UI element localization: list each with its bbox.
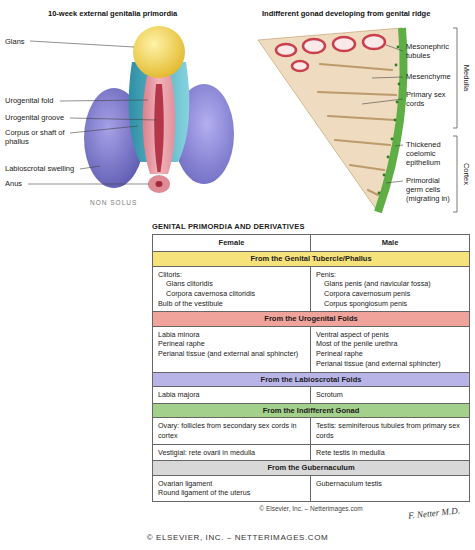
table-cell-text: Labia minora — [158, 330, 305, 340]
table-subrow: Female Male — [153, 235, 469, 251]
part-label: Glans — [5, 37, 25, 46]
region-label: Cortex — [462, 163, 471, 185]
external-genitalia-drawing — [84, 26, 234, 193]
table-cell: Ovarian ligamentRound ligament of the ut… — [153, 476, 311, 501]
table-subrow: Ovary: follicles from secondary sex cord… — [153, 418, 469, 443]
table-heading: GENITAL PRIMORDIA AND DERIVATIVES — [152, 222, 470, 231]
table-cell: Gubernaculum testis — [311, 476, 469, 501]
watermark: NON SOLUS — [90, 199, 137, 207]
table-cell-text: Ovary: follicles from secondary sex cord… — [158, 421, 305, 440]
table-cell: Scrotum — [311, 387, 469, 403]
table-subrow: Labia majora Scrotum — [153, 387, 469, 403]
table-subrow: Labia minoraPerineal raphePerianal tissu… — [153, 327, 469, 372]
table-cell-text: Ventral aspect of penis — [316, 330, 464, 340]
part-label: Primary sex cords — [406, 90, 454, 108]
leader-lines — [28, 41, 403, 184]
part-label: Urogenital fold — [5, 96, 53, 105]
part-label: Thickened coelomic epithelium — [406, 140, 454, 167]
copyright-note: © Elsevier, Inc. – Netterimages.com — [259, 505, 362, 513]
part-label: Labioscrotal swelling — [5, 164, 74, 173]
table-cell-text: Bulb of the vestibule — [158, 299, 305, 309]
region-brackets — [453, 28, 457, 212]
table-cell-text: Round ligament of the uterus — [158, 488, 305, 498]
table-cell-text: Most of the penile urethra — [316, 339, 464, 349]
part-label: Corpus or shaft of phallus — [5, 128, 67, 146]
table-cell-text: Labia majora — [158, 390, 305, 400]
table-row: Labia minoraPerineal raphePerianal tissu… — [153, 327, 469, 372]
table-cell-text: Testis: seminiferous tubules from primar… — [316, 421, 464, 440]
table-cell: Penis:Glans penis (and navicular fossa)C… — [311, 267, 469, 312]
band-heading: From the Indifferent Gonad — [263, 406, 360, 415]
band-heading: From the Urogenital Folds — [264, 314, 357, 323]
gonad-drawing — [258, 28, 404, 212]
part-label: Urogenital groove — [5, 113, 64, 122]
table-row: Ovarian ligamentRound ligament of the ut… — [153, 476, 469, 501]
table-cell-text: Corpora cavernosa clitoridis — [158, 289, 305, 299]
table-cell: Vestigial: rete ovarii in medulla — [153, 445, 311, 461]
table-cell-text: Perianal tissue (and external sphincter) — [316, 359, 464, 369]
table-cell-text: Glans penis (and navicular fossa) — [316, 279, 464, 289]
table-cell-text: Perianal tissue (and external anal sphin… — [158, 349, 305, 359]
table-cell: Female — [153, 235, 311, 251]
source-band: From the Genital Tubercle/Phallus — [153, 251, 469, 266]
source-band: From the Urogenital Folds — [153, 311, 469, 326]
band-heading: From the Genital Tubercle/Phallus — [250, 254, 371, 263]
table-cell-text: Gubernaculum testis — [316, 479, 464, 489]
table-cell: Labia majora — [153, 387, 311, 403]
signature: F. Netter M.D. — [408, 505, 461, 521]
table-cell: Ventral aspect of penisMost of the penil… — [311, 327, 469, 372]
table-row: Clitoris:Glans clitoridisCorpora caverno… — [153, 267, 469, 312]
part-label: Primordial germ cells (migrating in) — [406, 176, 454, 203]
table-cell-text: Perineal raphe — [316, 349, 464, 359]
table-grid: Female MaleFrom the Genital Tubercle/Phal… — [152, 234, 470, 502]
table-cell-text: Corpus spongiosum penis — [316, 299, 464, 309]
table-cell-text: Male — [314, 238, 466, 248]
region-label: Medulla — [462, 65, 471, 91]
table-subrow: Ovarian ligamentRound ligament of the ut… — [153, 476, 469, 501]
table-cell-text: Scrotum — [316, 390, 464, 400]
table-cell-text: Corpora cavernosum penis — [316, 289, 464, 299]
table-cell: Ovary: follicles from secondary sex cord… — [153, 418, 311, 443]
band-heading: From the Labioscrotal Folds — [261, 375, 362, 384]
part-label: Anus — [5, 179, 22, 188]
table-cell-text: Female — [156, 238, 307, 248]
panel-title: 10-week external genitalia primordia — [48, 9, 177, 18]
table-cell-text: Penis: — [316, 270, 464, 280]
table-cell: Testis: seminiferous tubules from primar… — [311, 418, 469, 443]
table-row: Labia majora Scrotum — [153, 387, 469, 403]
part-label: Mesonephric tubules — [406, 42, 454, 60]
table-cell: Clitoris:Glans clitoridisCorpora caverno… — [153, 267, 311, 312]
source-band: From the Labioscrotal Folds — [153, 372, 469, 387]
band-heading: From the Gubernaculum — [267, 463, 354, 472]
source-band: From the Gubernaculum — [153, 460, 469, 475]
table-subrow: Vestigial: rete ovarii in medulla Rete te… — [153, 444, 469, 461]
table-subrow: Clitoris:Glans clitoridisCorpora caverno… — [153, 267, 469, 312]
table-row: Ovary: follicles from secondary sex cord… — [153, 418, 469, 460]
derivatives-table: GENITAL PRIMORDIA AND DERIVATIVESFemaleM… — [152, 222, 470, 502]
table-cell-text: Clitoris: — [158, 270, 305, 280]
table-cell-text: Ovarian ligament — [158, 479, 305, 489]
table-cell: Rete testis in medulla — [311, 445, 469, 461]
table-cell-text: Rete testis in medulla — [316, 448, 464, 458]
source-band: From the Indifferent Gonad — [153, 403, 469, 418]
table-row: Female Male — [153, 235, 469, 251]
part-label: Mesenchyme — [406, 72, 454, 81]
table-cell: Labia minoraPerineal raphePerianal tissu… — [153, 327, 311, 372]
copyright-caption: © ELSEVIER, INC. – NETTERIMAGES.COM — [0, 533, 475, 542]
table-cell-text: Perineal raphe — [158, 339, 305, 349]
panel-title: Indifferent gonad developing from genita… — [262, 9, 430, 18]
table-cell: Male — [311, 235, 469, 251]
table-cell-text: Vestigial: rete ovarii in medulla — [158, 448, 305, 458]
table-cell-text: Glans clitoridis — [158, 279, 305, 289]
